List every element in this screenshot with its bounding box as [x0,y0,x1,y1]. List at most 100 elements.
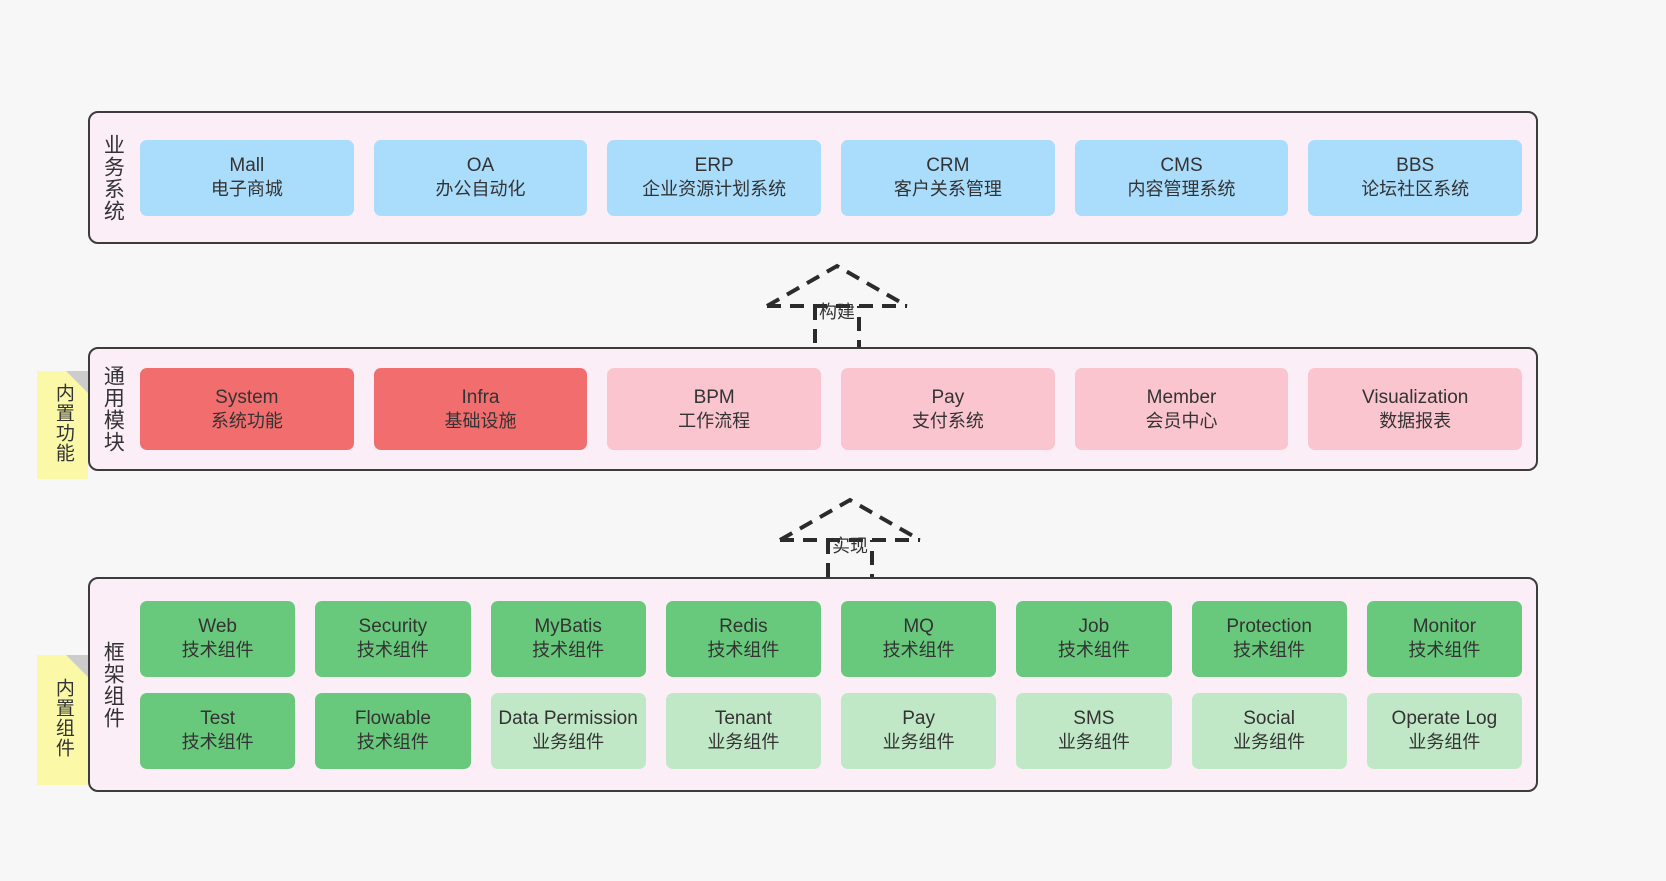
card-subtitle: 技术组件 [707,640,780,661]
card-subtitle: 业务组件 [1057,732,1130,753]
card-erp[interactable]: ERP 企业资源计划系统 [607,139,822,216]
card-row: Test 技术组件 Flowable 技术组件 Data Permission … [140,692,1522,769]
card-job[interactable]: Job 技术组件 [1016,600,1172,677]
card-title: Data Permission [498,708,638,730]
card-row: Mall 电子商城 OA 办公自动化 ERP 企业资源计划系统 CRM 客户关系… [140,139,1523,216]
card-title: Monitor [1412,616,1477,638]
card-title: BPM [693,386,735,408]
layer-framework-components: 框架组件 Web 技术组件 Security 技术组件 MyBatis 技术组件… [88,577,1538,792]
card-subtitle: 基础设施 [444,410,517,431]
card-visualization[interactable]: Visualization 数据报表 [1308,368,1523,450]
card-subtitle: 业务组件 [532,732,605,753]
layer-title-business-systems: 业务系统 [101,133,125,222]
card-subtitle: 业务组件 [1408,732,1481,753]
card-title: Pay [931,386,965,408]
card-title: Visualization [1362,386,1469,408]
card-flowable[interactable]: Flowable 技术组件 [315,692,471,769]
layer-common-modules: 通用模块 System 系统功能 Infra 基础设施 BPM 工作流程 Pay… [88,347,1538,471]
card-subtitle: 系统功能 [210,410,283,431]
note-builtin-components: 内置组件 [37,655,88,785]
card-title: Infra [461,386,500,408]
arrow-build-label: 构建 [819,302,855,322]
card-title: Job [1078,616,1110,638]
card-subtitle: 技术组件 [882,640,955,661]
card-subtitle: 内容管理系统 [1127,179,1236,200]
card-title: Social [1243,708,1295,730]
card-infra[interactable]: Infra 基础设施 [373,368,588,450]
card-subtitle: 客户关系管理 [893,179,1002,200]
card-title: CMS [1160,155,1203,177]
card-subtitle: 会员中心 [1145,410,1218,431]
card-subtitle: 技术组件 [1408,640,1481,661]
card-data-permission[interactable]: Data Permission 业务组件 [490,692,646,769]
card-crm[interactable]: CRM 客户关系管理 [841,139,1055,216]
card-title: Web [198,616,237,638]
arrow-realize: 实现 [770,492,930,592]
card-subtitle: 企业资源计划系统 [642,179,787,200]
card-redis[interactable]: Redis 技术组件 [665,600,821,677]
card-subtitle: 技术组件 [1057,640,1130,661]
card-subtitle: 技术组件 [181,732,254,753]
card-sms[interactable]: SMS 业务组件 [1016,692,1172,769]
card-title: Tenant [714,708,772,730]
card-title: MyBatis [534,616,602,638]
card-mq[interactable]: MQ 技术组件 [841,600,997,677]
card-tenant[interactable]: Tenant 业务组件 [665,692,821,769]
layer-title-common-modules: 通用模块 [101,365,125,453]
card-web[interactable]: Web 技术组件 [140,600,296,677]
arrow-realize-label: 实现 [832,536,868,556]
card-mybatis[interactable]: MyBatis 技术组件 [490,600,646,677]
card-title: System [215,386,279,408]
card-title: SMS [1073,708,1115,730]
card-title: Test [200,708,236,730]
card-pay-business[interactable]: Pay 业务组件 [841,692,997,769]
card-subtitle: 技术组件 [532,640,605,661]
card-mall[interactable]: Mall 电子商城 [140,139,354,216]
card-cms[interactable]: CMS 内容管理系统 [1074,139,1289,216]
card-operate-log[interactable]: Operate Log 业务组件 [1366,692,1522,769]
card-bpm[interactable]: BPM 工作流程 [607,368,822,450]
card-subtitle: 技术组件 [181,640,254,661]
layer-business-systems: 业务系统 Mall 电子商城 OA 办公自动化 ERP 企业资源计划系统 CRM… [88,111,1538,244]
card-subtitle: 技术组件 [356,732,429,753]
layer-title-framework-components: 框架组件 [101,640,125,729]
card-monitor[interactable]: Monitor 技术组件 [1366,600,1522,677]
card-subtitle: 业务组件 [707,732,780,753]
card-title: ERP [694,155,734,177]
card-subtitle: 数据报表 [1379,410,1452,431]
card-subtitle: 工作流程 [678,410,751,431]
card-member[interactable]: Member 会员中心 [1074,368,1289,450]
arrow-build: 构建 [757,258,917,358]
card-subtitle: 业务组件 [1233,732,1306,753]
card-test[interactable]: Test 技术组件 [140,692,296,769]
card-title: Security [358,616,428,638]
card-pay[interactable]: Pay 支付系统 [841,368,1055,450]
card-subtitle: 技术组件 [356,640,429,661]
card-subtitle: 业务组件 [882,732,955,753]
card-title: Member [1146,386,1217,408]
layer-body-business-systems: Mall 电子商城 OA 办公自动化 ERP 企业资源计划系统 CRM 客户关系… [134,113,1536,242]
card-title: Flowable [354,708,431,730]
card-subtitle: 支付系统 [911,410,984,431]
card-security[interactable]: Security 技术组件 [315,600,471,677]
card-protection[interactable]: Protection 技术组件 [1191,600,1347,677]
card-subtitle: 技术组件 [1233,640,1306,661]
card-oa[interactable]: OA 办公自动化 [373,139,588,216]
card-subtitle: 电子商城 [210,179,283,200]
card-title: Operate Log [1391,708,1498,730]
card-social[interactable]: Social 业务组件 [1191,692,1347,769]
card-subtitle: 办公自动化 [435,179,526,200]
layer-body-framework-components: Web 技术组件 Security 技术组件 MyBatis 技术组件 Redi… [134,579,1536,790]
card-title: Protection [1226,616,1312,638]
card-title: OA [466,155,495,177]
card-row: System 系统功能 Infra 基础设施 BPM 工作流程 Pay 支付系统… [140,368,1523,450]
card-system[interactable]: System 系统功能 [140,368,354,450]
card-row: Web 技术组件 Security 技术组件 MyBatis 技术组件 Redi… [140,600,1522,677]
card-title: BBS [1396,155,1435,177]
card-title: MQ [903,616,934,638]
card-title: Mall [229,155,265,177]
card-bbs[interactable]: BBS 论坛社区系统 [1308,139,1523,216]
layer-body-common-modules: System 系统功能 Infra 基础设施 BPM 工作流程 Pay 支付系统… [134,349,1536,469]
card-title: Redis [719,616,768,638]
